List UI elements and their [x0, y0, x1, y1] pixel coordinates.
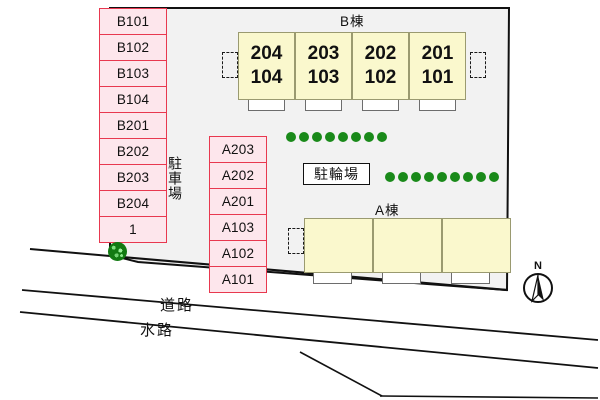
parking-stall[interactable]: B201	[99, 112, 167, 139]
parking-stall[interactable]: A101	[209, 266, 267, 293]
building-entrance-stub	[362, 100, 399, 111]
parking-stall[interactable]: B103	[99, 60, 167, 87]
compass-needle	[523, 273, 553, 303]
unit-lower-number: 101	[421, 67, 454, 88]
parking-stall[interactable]: 1	[99, 216, 167, 243]
shrub-icon	[108, 242, 127, 261]
unit-lower-number: 104	[250, 67, 283, 88]
annex-box-a-left	[288, 228, 304, 254]
parking-stall[interactable]: A103	[209, 214, 267, 241]
unit-upper-number: 204	[250, 43, 283, 65]
road-line-mid	[21, 289, 599, 341]
road-line-canal	[19, 311, 599, 369]
unit-upper-number: 202	[364, 43, 397, 65]
building-entrance-stub	[248, 100, 285, 111]
building-label-b: B棟	[340, 14, 365, 29]
unit-upper-number: 203	[307, 43, 340, 65]
parking-stall[interactable]: B104	[99, 86, 167, 113]
building-entrance-stub	[382, 273, 421, 284]
parking-stall[interactable]: B203	[99, 164, 167, 191]
building-entrance-stub	[451, 273, 490, 284]
road-line-bottom-diagonal	[299, 351, 383, 397]
building-unit[interactable]: 201 101	[409, 32, 466, 100]
building-label-a: A棟	[375, 203, 400, 218]
unit-lower-number: 102	[364, 67, 397, 88]
building-unit[interactable]	[442, 218, 511, 273]
unit-lower-number: 103	[307, 67, 340, 88]
road-line-bottom	[379, 395, 599, 399]
hedge-lower	[385, 172, 499, 182]
parking-stall[interactable]: A201	[209, 188, 267, 215]
road-line-upper	[29, 248, 111, 257]
parking-stall[interactable]: A202	[209, 162, 267, 189]
building-unit[interactable]: 203 103	[295, 32, 352, 100]
compass: N	[524, 261, 552, 302]
building-unit[interactable]: 202 102	[352, 32, 409, 100]
canal-label: 水路	[140, 322, 175, 339]
parking-stall[interactable]: A203	[209, 136, 267, 163]
parking-stall[interactable]: A102	[209, 240, 267, 267]
road-line-lot-bottom	[109, 254, 508, 292]
building-unit[interactable]	[373, 218, 442, 273]
unit-upper-number: 201	[421, 43, 454, 65]
parking-stall[interactable]: B204	[99, 190, 167, 217]
annex-box-b-left	[222, 52, 238, 78]
building-entrance-stub	[419, 100, 456, 111]
parking-lot-label: 駐車場	[167, 156, 183, 201]
road-label: 道路	[160, 297, 195, 314]
compass-north-label: N	[534, 260, 542, 272]
building-unit[interactable]	[304, 218, 373, 273]
building-entrance-stub	[305, 100, 342, 111]
parking-stall[interactable]: B202	[99, 138, 167, 165]
parking-stall[interactable]: B102	[99, 34, 167, 61]
hedge-upper	[286, 132, 387, 142]
building-entrance-stub	[313, 273, 352, 284]
annex-box-b-right	[470, 52, 486, 78]
building-unit[interactable]: 204 104	[238, 32, 295, 100]
parking-stall[interactable]: B101	[99, 8, 167, 35]
bicycle-parking-label: 駐輪場	[303, 163, 370, 185]
